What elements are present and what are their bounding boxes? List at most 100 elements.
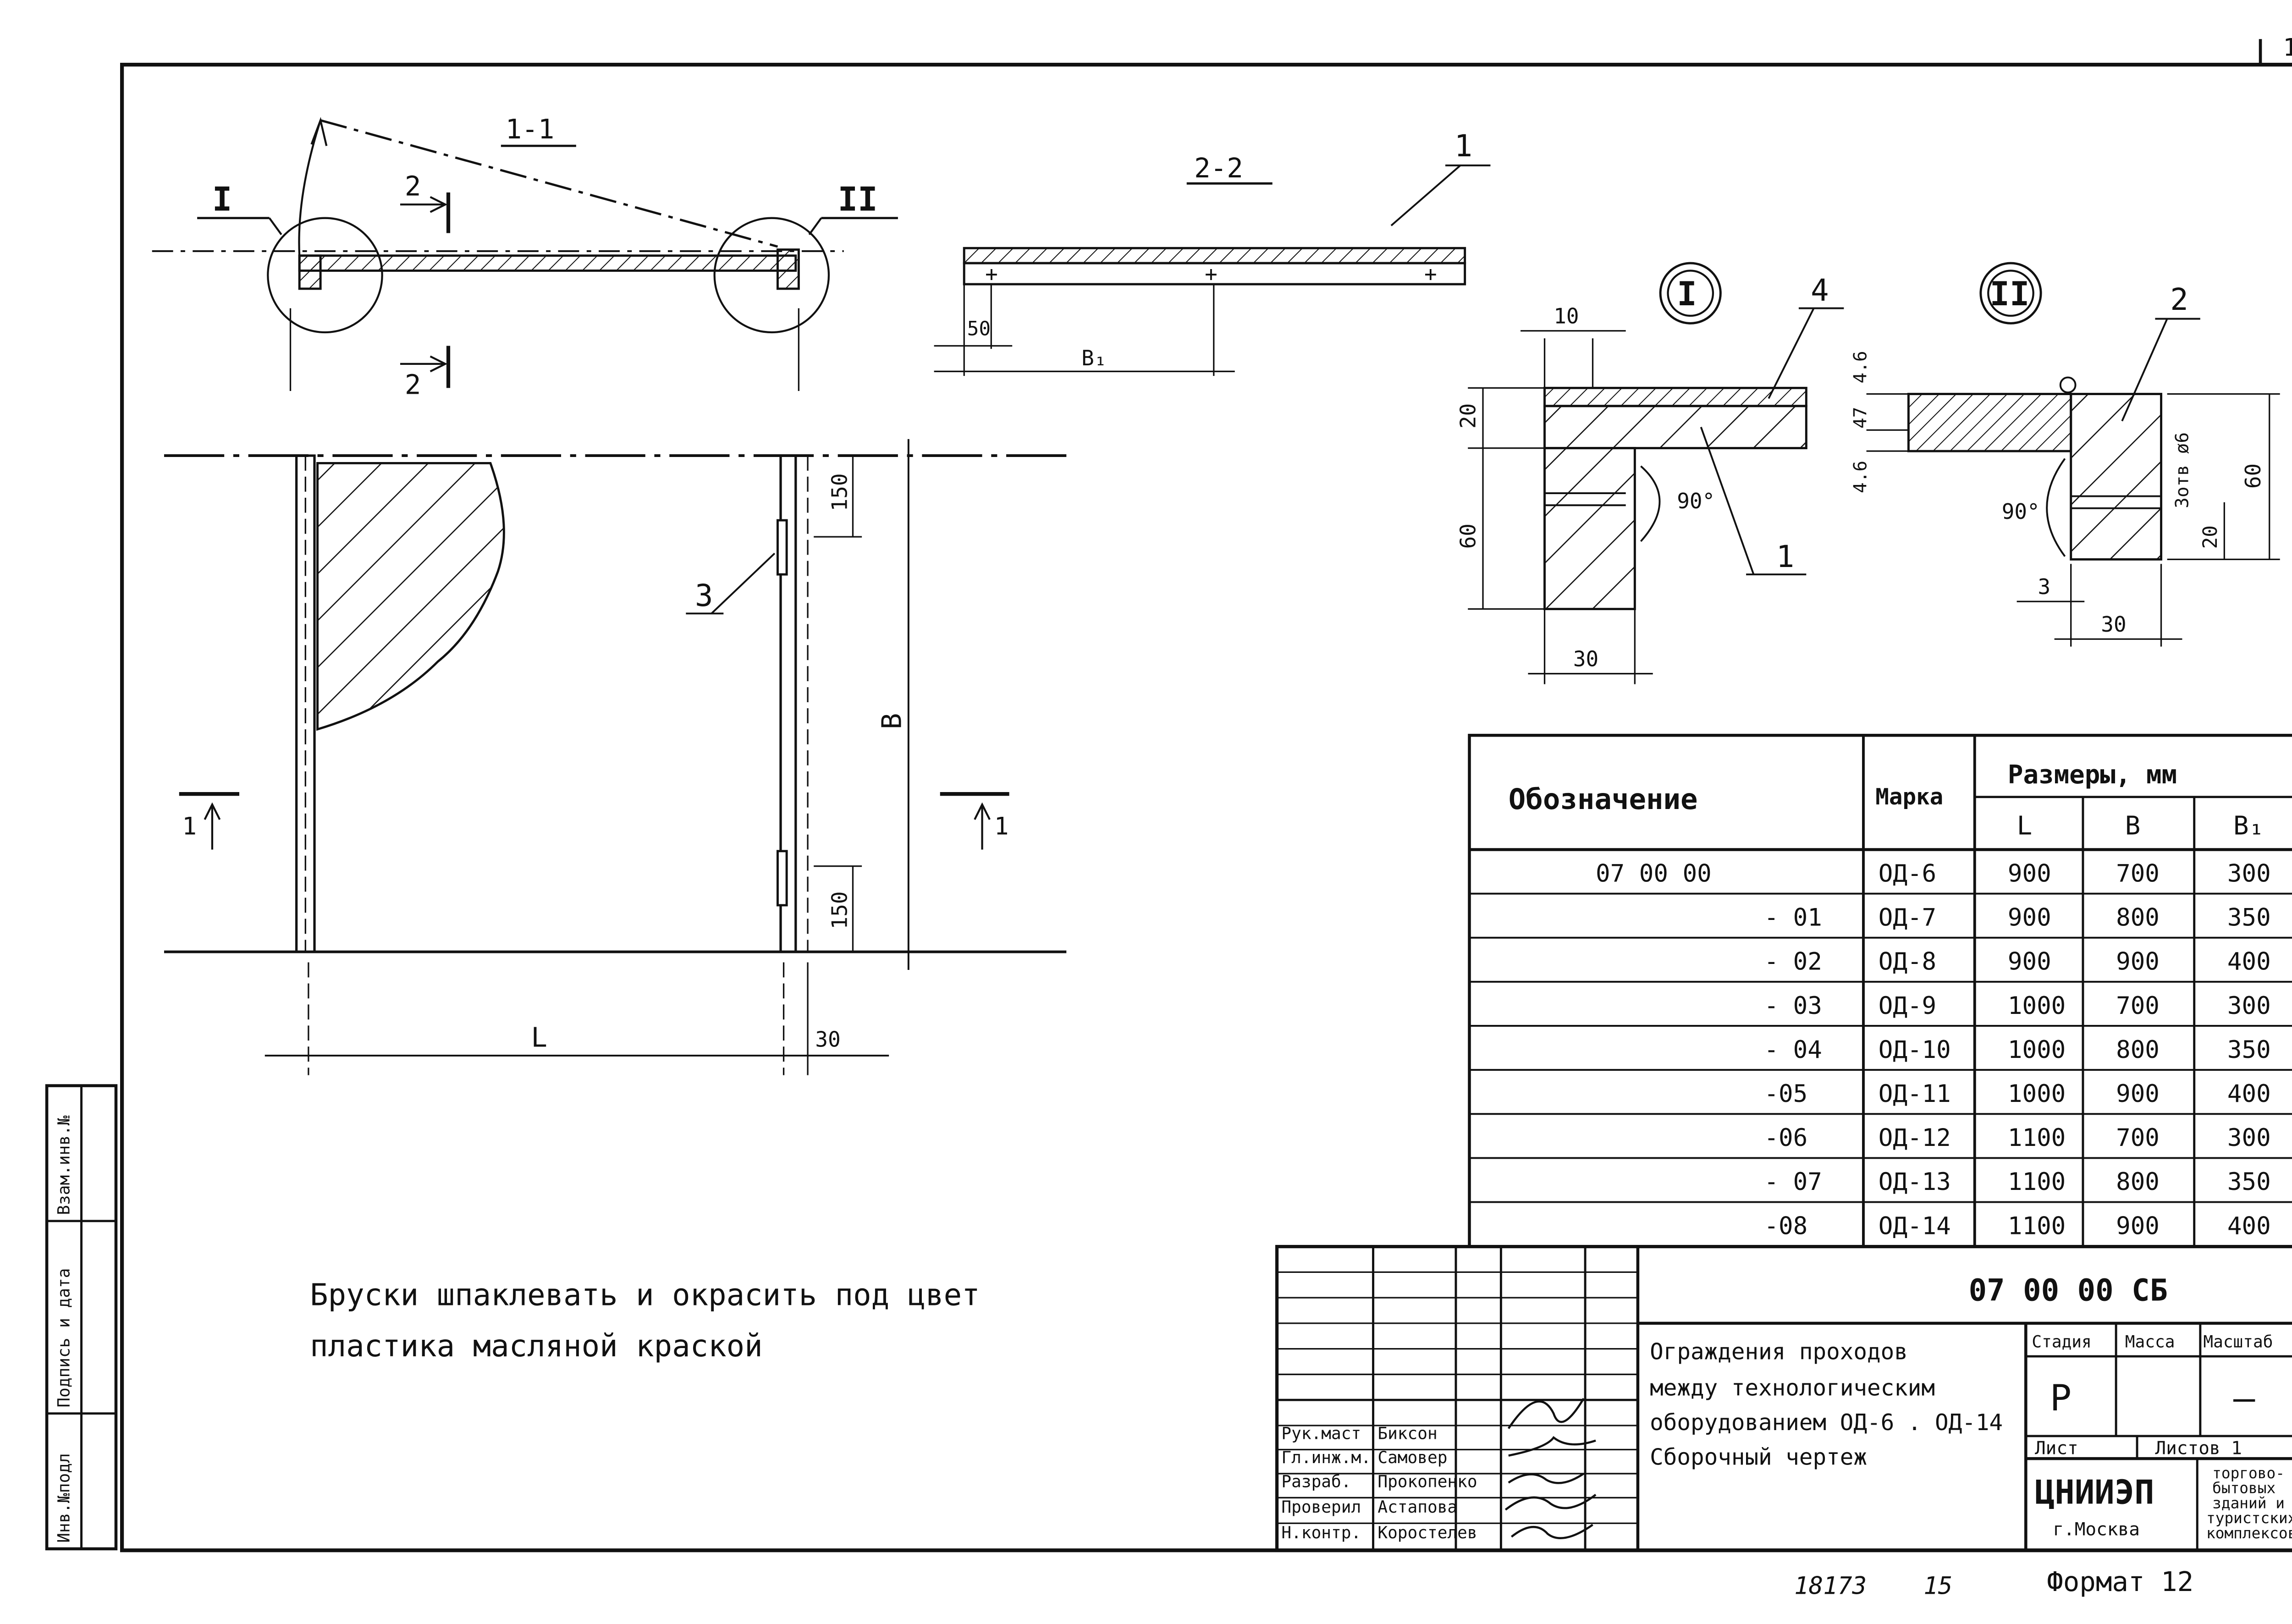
role-label: Гл.инж.м.: [1281, 1448, 1371, 1467]
role-name: Самовер: [1377, 1448, 1447, 1467]
sheet-label: Лист: [2035, 1437, 2078, 1459]
page-number: 15: [1923, 1572, 1952, 1600]
org-desc-1: торгово-: [2212, 1464, 2285, 1482]
row-l: 1100: [2008, 1168, 2066, 1196]
row-mark: ОД-12: [1879, 1124, 1951, 1152]
row-b1: 400: [2227, 1080, 2271, 1108]
node-II-dim-20: 20: [2199, 525, 2222, 549]
role-name: Биксон: [1377, 1424, 1437, 1443]
section-1-1-label: 1-1: [506, 113, 555, 145]
screw-mark-2: +: [1205, 261, 1218, 286]
stage-header: Стадия: [2032, 1332, 2091, 1351]
row-mark: ОД-11: [1879, 1080, 1951, 1108]
sheets-label: Листов 1: [2155, 1437, 2242, 1459]
row-b: 800: [2116, 1036, 2160, 1064]
node-I-detail: I 10 20 60 30 90° 4 1: [1456, 262, 1844, 684]
role-name: Астапова: [1377, 1497, 1457, 1517]
row-b1: 300: [2227, 1124, 2271, 1152]
signatures: [1504, 1398, 1597, 1540]
node-II-dim-47: 47: [1850, 407, 1871, 429]
row-l: 900: [2008, 948, 2051, 976]
sheet-frame: 14: [120, 33, 2292, 1552]
table-sub-b1: B₁: [2233, 811, 2264, 841]
row-l: 1000: [2008, 1036, 2066, 1064]
org-name: ЦНИИЭП: [2035, 1474, 2154, 1512]
side-stamp-swap-inv: Взам.инв.№: [54, 1115, 73, 1215]
cut-1-right-label: 1: [994, 813, 1009, 841]
row-l: 1100: [2008, 1124, 2066, 1152]
row-designation: -08: [1764, 1212, 1807, 1240]
sheet-number: 14: [2283, 33, 2292, 61]
row-designation: -06: [1764, 1124, 1807, 1152]
callout-2: 2: [2170, 282, 2188, 317]
dim-150-bottom: 150: [827, 891, 852, 929]
note-line-2: пластика масляной краской: [310, 1329, 763, 1364]
row-b: 700: [2116, 992, 2160, 1020]
role-label: Проверил: [1281, 1497, 1361, 1517]
row-b1: 350: [2227, 904, 2271, 932]
table-header-sizes: Размеры, мм: [2008, 760, 2177, 790]
role-label: Рук.маст: [1281, 1424, 1361, 1443]
org-desc-4: туристских: [2206, 1509, 2292, 1527]
row-l: 1100: [2008, 1212, 2066, 1240]
archive-number: 18173: [1794, 1572, 1867, 1600]
general-note: Бруски шпаклевать и окрасить под цвет пл…: [310, 1278, 980, 1364]
row-mark: ОД-6: [1879, 859, 1936, 887]
role-label: Разраб.: [1281, 1472, 1351, 1491]
node-II-dim-46a: 4.6: [1850, 351, 1871, 383]
row-designation: - 04: [1764, 1036, 1822, 1064]
node-I-dim-60: 60: [1456, 523, 1481, 549]
title-line-3: оборудованием ОД-6 . ОД-14: [1650, 1409, 2003, 1436]
cut-1-left-label: 1: [182, 813, 197, 841]
screw-mark-1: +: [985, 261, 998, 286]
doc-code: 07 00 00 СБ: [1969, 1273, 2168, 1308]
row-l: 900: [2008, 859, 2051, 887]
cut-2-top-label: 2: [405, 170, 421, 202]
table-sub-l: L: [2017, 811, 2033, 841]
section-2-2-label: 2-2: [1194, 152, 1243, 184]
dim-50: 50: [967, 318, 991, 341]
row-mark: ОД-8: [1879, 948, 1936, 976]
scale-header: Масштаб: [2203, 1332, 2273, 1351]
table-header-mark: Марка: [1875, 783, 1943, 810]
row-designation: 07 00 00: [1596, 859, 1712, 887]
node-II-ref: II: [838, 180, 878, 219]
callout-4: 4: [1811, 273, 1829, 308]
stage-value: Р: [2050, 1377, 2072, 1419]
org-city: г.Москва: [2053, 1519, 2140, 1540]
node-II-angle: 90°: [2002, 499, 2040, 524]
row-l: 900: [2008, 904, 2051, 932]
node-I-dim-20: 20: [1456, 403, 1481, 429]
plan-view: 150 150 B 3 L 30 1 1: [164, 439, 1067, 1075]
dim-b1: B₁: [1081, 346, 1107, 370]
role-name: Прокопенко: [1377, 1472, 1477, 1491]
callout-3: 3: [695, 578, 713, 613]
node-I-dim-10: 10: [1554, 303, 1579, 328]
role-name: Коростелев: [1377, 1523, 1477, 1542]
table-sub-b: B: [2125, 811, 2141, 841]
row-b1: 300: [2227, 992, 2271, 1020]
row-mark: ОД-10: [1879, 1036, 1951, 1064]
dim-b: B: [876, 713, 907, 730]
footer: 18173 15 Формат 12: [1794, 1566, 2193, 1600]
row-mark: ОД-9: [1879, 992, 1936, 1020]
org-desc-3: зданий и: [2212, 1494, 2285, 1512]
row-b1: 350: [2227, 1168, 2271, 1196]
section-2-2-view: 2-2 + + + 50 B₁ 1: [934, 129, 1491, 376]
node-I-label: I: [1677, 275, 1697, 314]
row-l: 1000: [2008, 1080, 2066, 1108]
row-b: 900: [2116, 948, 2160, 976]
screw-mark-3: +: [1424, 261, 1437, 286]
dim-30-plan: 30: [815, 1027, 840, 1051]
row-b1: 400: [2227, 948, 2271, 976]
row-b: 900: [2116, 1080, 2160, 1108]
row-b1: 300: [2227, 859, 2271, 887]
row-b: 800: [2116, 1168, 2160, 1196]
